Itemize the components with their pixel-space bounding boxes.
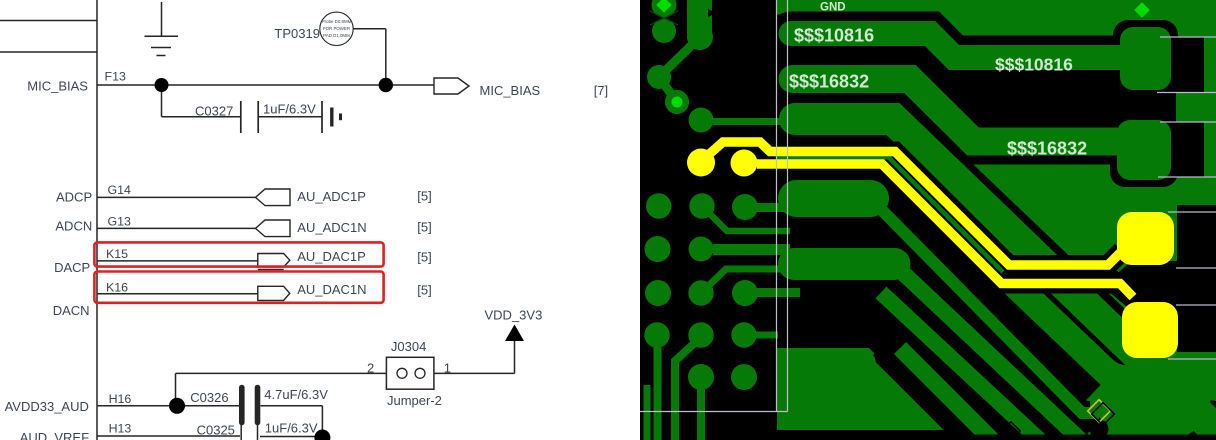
- svg-text:[5]: [5]: [417, 250, 431, 265]
- svg-text:[5]: [5]: [417, 220, 431, 235]
- svg-text:ADCP: ADCP: [56, 189, 92, 204]
- svg-text:$$$10816: $$$10816: [995, 55, 1073, 75]
- svg-text:VDD_3V3: VDD_3V3: [485, 308, 543, 323]
- svg-text:H16: H16: [109, 392, 132, 406]
- svg-text:AU_ADC1N: AU_ADC1N: [297, 220, 366, 235]
- svg-text:G13: G13: [108, 215, 132, 229]
- svg-text:H13: H13: [109, 421, 132, 435]
- svg-text:K16: K16: [106, 280, 128, 294]
- svg-text:MIC_BIAS: MIC_BIAS: [480, 83, 541, 98]
- svg-text:F13: F13: [105, 70, 126, 84]
- svg-text:DACN: DACN: [53, 303, 90, 318]
- svg-text:1uF/6.3V: 1uF/6.3V: [265, 421, 318, 436]
- svg-text:$$$16832: $$$16832: [789, 72, 869, 92]
- svg-text:C0325: C0325: [197, 423, 235, 438]
- svg-text:AU_DAC1N: AU_DAC1N: [297, 282, 366, 297]
- svg-text:ADCN: ADCN: [55, 218, 92, 233]
- svg-text:[7]: [7]: [594, 83, 608, 98]
- svg-text:$$$16832: $$$16832: [1007, 139, 1087, 159]
- svg-text:AVDD33_AUD: AVDD33_AUD: [5, 399, 89, 414]
- svg-text:[5]: [5]: [417, 283, 431, 298]
- svg-text:AU_DAC1P: AU_DAC1P: [297, 249, 366, 264]
- svg-text:Probe D0.8MM: Probe D0.8MM: [322, 19, 352, 24]
- svg-text:DACP: DACP: [54, 260, 90, 275]
- svg-text:MIC_BIAS: MIC_BIAS: [27, 79, 88, 94]
- svg-text:C0326: C0326: [190, 390, 228, 405]
- svg-text:$$$10816: $$$10816: [794, 26, 874, 46]
- svg-text:1: 1: [444, 361, 451, 376]
- svg-text:K15: K15: [106, 247, 128, 261]
- svg-text:TP0319: TP0319: [274, 26, 320, 41]
- svg-text:4.7uF/6.3V: 4.7uF/6.3V: [264, 387, 328, 402]
- svg-text:C0327: C0327: [195, 104, 233, 119]
- svg-text:2: 2: [367, 361, 374, 376]
- svg-text:1uF/6.3V: 1uF/6.3V: [263, 102, 316, 117]
- svg-text:AUD_VREF: AUD_VREF: [20, 430, 89, 440]
- svg-text:PAD D1.0MM: PAD D1.0MM: [323, 33, 350, 38]
- svg-text:AU_ADC1P: AU_ADC1P: [297, 189, 366, 204]
- svg-text:G14: G14: [108, 183, 132, 197]
- svg-text:FOR POWER: FOR POWER: [323, 26, 350, 31]
- svg-text:GND: GND: [820, 2, 846, 14]
- svg-text:Jumper-2: Jumper-2: [387, 393, 442, 408]
- svg-text:J0304: J0304: [391, 339, 426, 354]
- svg-text:[5]: [5]: [417, 189, 431, 204]
